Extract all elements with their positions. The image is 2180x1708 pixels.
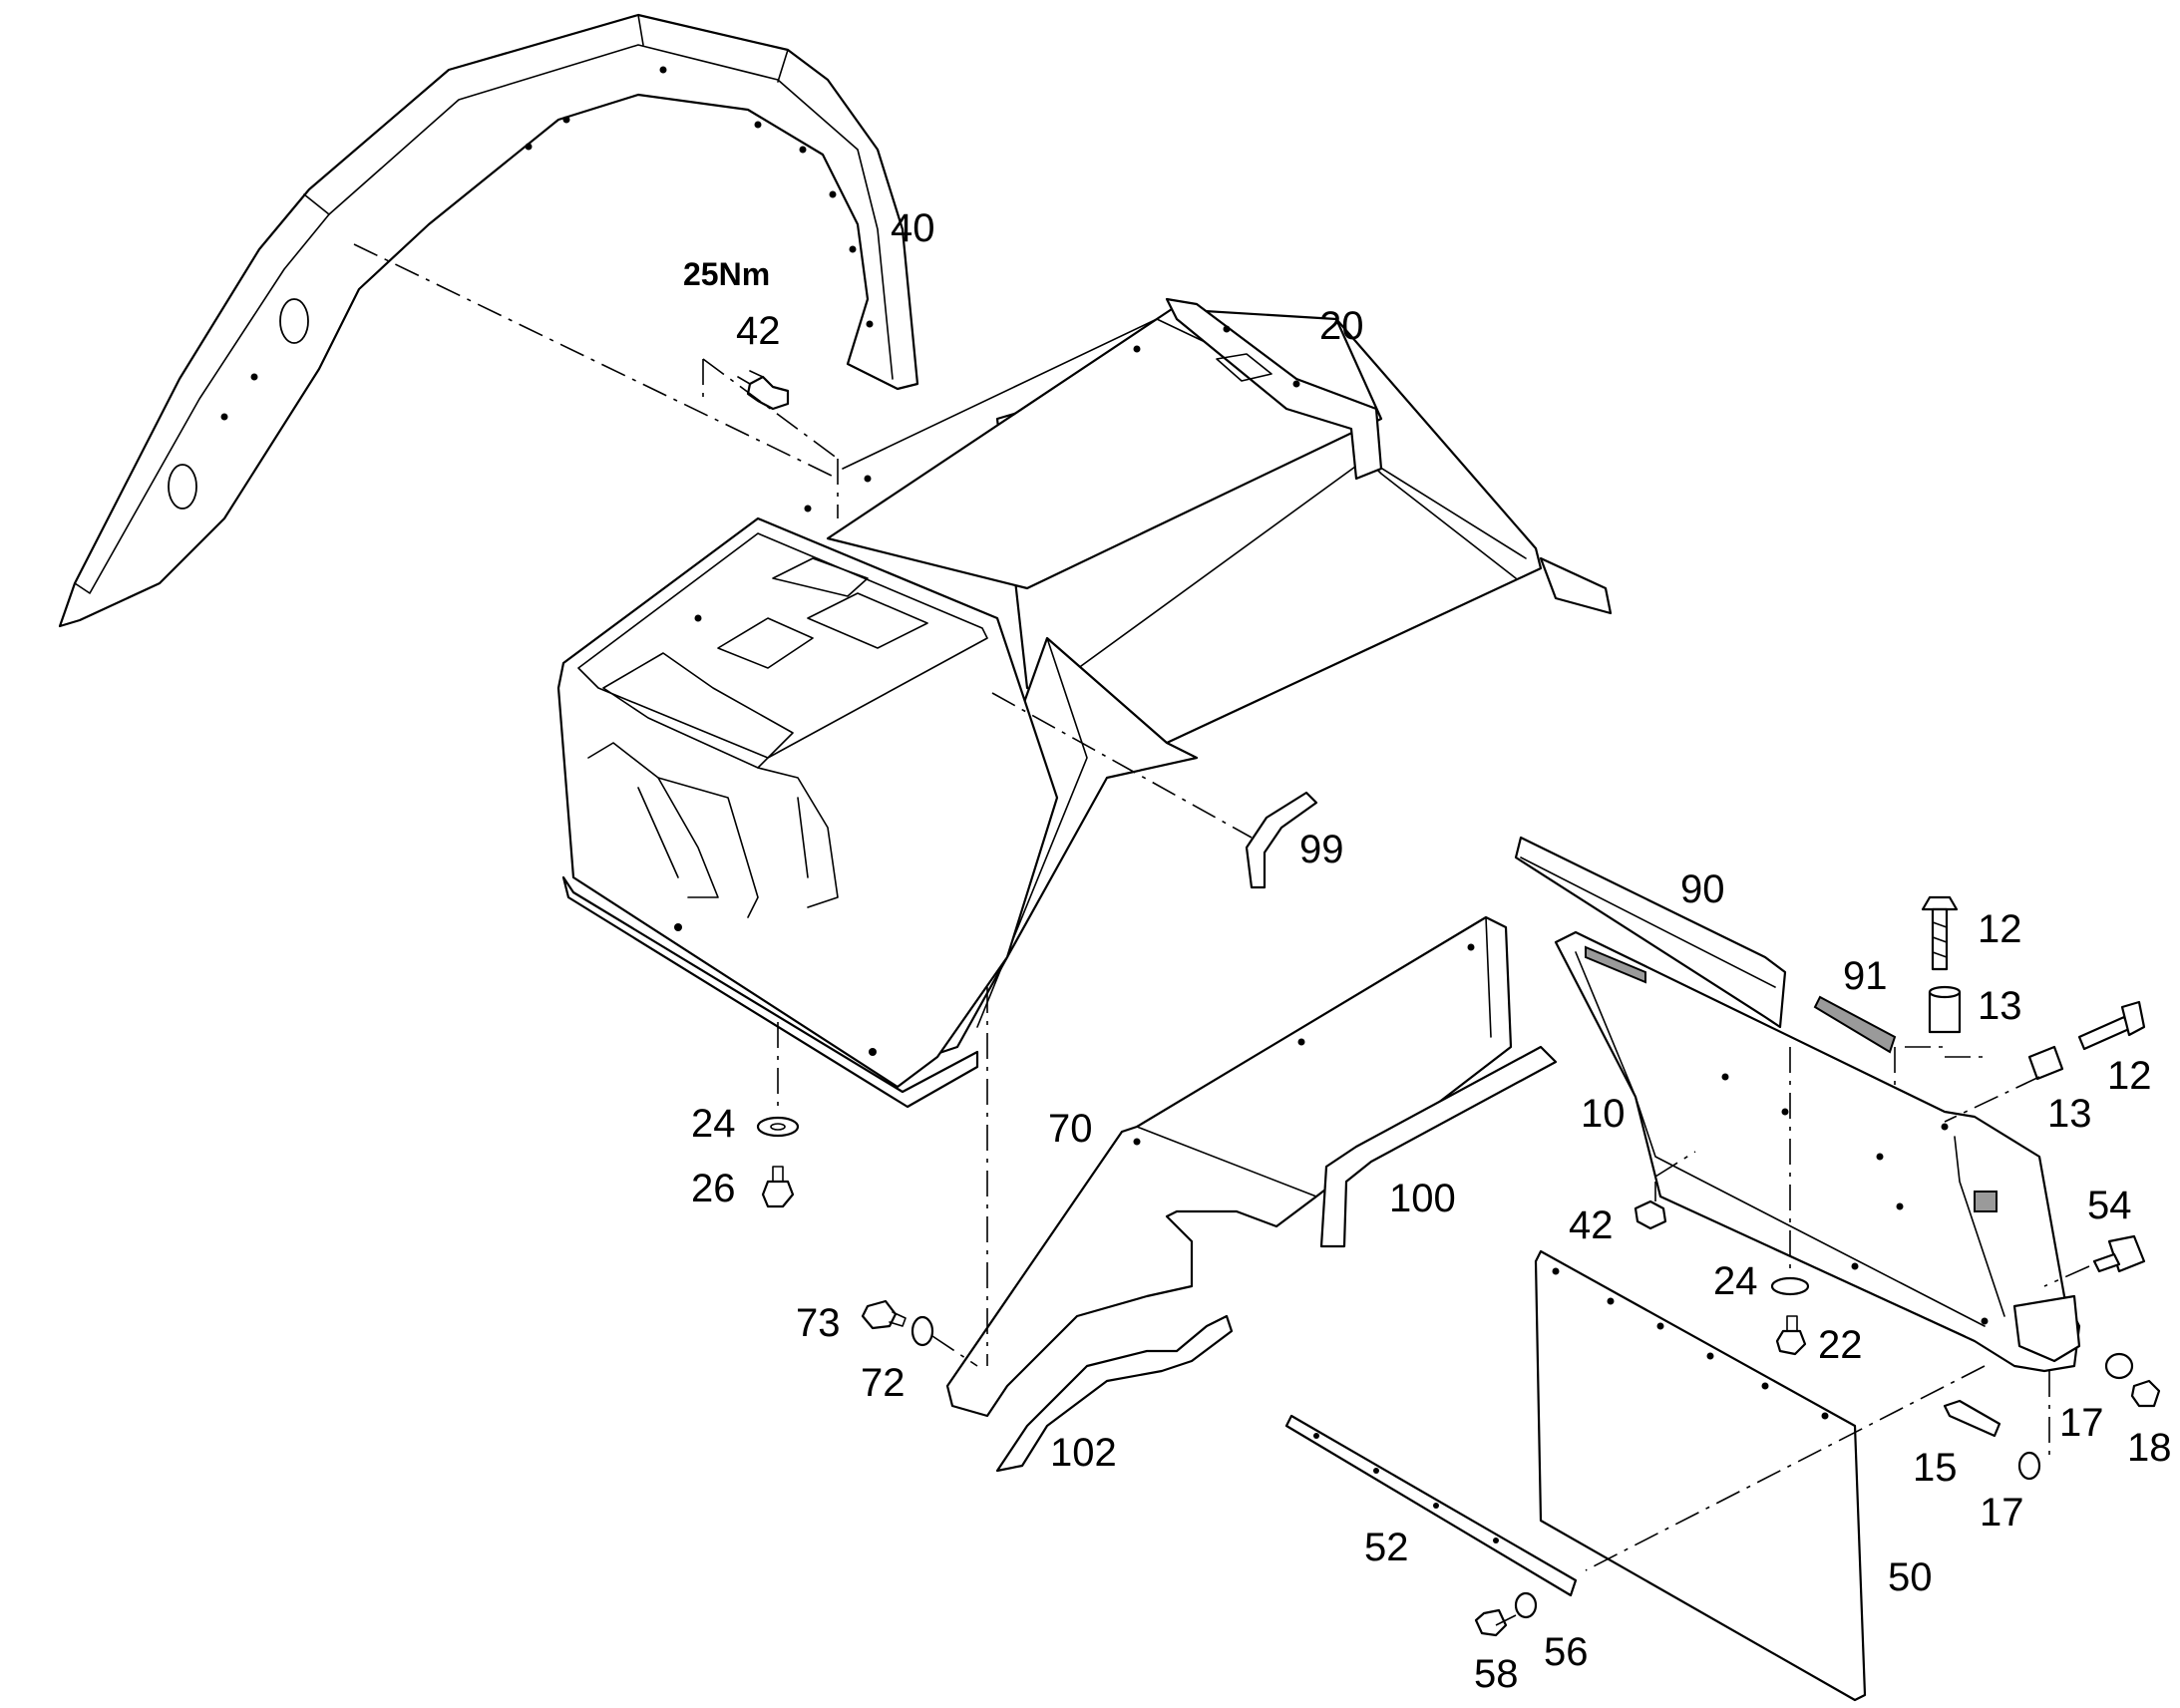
callout-12-horizontal: 12 bbox=[2107, 1054, 2152, 1098]
callout-102: 102 bbox=[1050, 1431, 1117, 1475]
callout-90: 90 bbox=[1680, 867, 1725, 911]
callout-13-vertical: 13 bbox=[1978, 984, 2022, 1028]
callout-40: 40 bbox=[891, 206, 935, 250]
bolt-26 bbox=[761, 1180, 795, 1208]
part-91-label-plate bbox=[1813, 995, 1897, 1054]
bolt-42-top bbox=[737, 370, 790, 411]
washer-56 bbox=[1514, 1591, 1538, 1619]
bolt-12-horizontal bbox=[2077, 1000, 2146, 1051]
callout-17-upper: 17 bbox=[2059, 1401, 2104, 1445]
nut-58 bbox=[1474, 1608, 1508, 1637]
part-50-mud-flap bbox=[1534, 1249, 1867, 1702]
part-20-main-housing bbox=[556, 297, 1613, 1109]
washer-17-lower bbox=[2017, 1451, 2041, 1481]
callout-12-vertical: 12 bbox=[1978, 907, 2022, 951]
fasteners bbox=[737, 370, 2161, 1637]
part-40-fender bbox=[58, 13, 919, 628]
callout-24-right: 24 bbox=[1713, 1259, 1758, 1303]
callout-52: 52 bbox=[1364, 1526, 1409, 1569]
callout-labels: 40 25Nm 42 20 99 90 12 91 13 12 13 10 54… bbox=[683, 206, 2172, 1696]
assembly-lines bbox=[353, 243, 2090, 1626]
part-90-cover-strip bbox=[1514, 836, 1787, 1029]
callout-91: 91 bbox=[1843, 954, 1888, 998]
callout-26: 26 bbox=[691, 1167, 736, 1210]
callout-22: 22 bbox=[1818, 1323, 1863, 1367]
callout-42-top: 42 bbox=[736, 309, 781, 353]
washer-17-upper bbox=[2104, 1352, 2134, 1380]
bolt-73 bbox=[861, 1299, 898, 1330]
bolt-12-vertical bbox=[1921, 895, 1959, 971]
callout-56: 56 bbox=[1544, 1630, 1589, 1674]
part-99-hose bbox=[1245, 791, 1318, 889]
bolt-22 bbox=[1775, 1329, 1807, 1356]
part-100-seal-strip bbox=[1319, 1045, 1558, 1248]
bolt-15 bbox=[1943, 1399, 2001, 1438]
callout-58: 58 bbox=[1474, 1652, 1519, 1696]
callout-42-right: 42 bbox=[1569, 1203, 1614, 1247]
callout-72: 72 bbox=[861, 1361, 906, 1405]
washer-24-right bbox=[1770, 1276, 1810, 1296]
callout-73: 73 bbox=[796, 1301, 841, 1345]
callout-18: 18 bbox=[2127, 1426, 2172, 1470]
callout-17-lower: 17 bbox=[1980, 1491, 2024, 1535]
washer-72 bbox=[910, 1315, 934, 1347]
callout-15: 15 bbox=[1913, 1446, 1958, 1490]
callout-50: 50 bbox=[1888, 1555, 1933, 1599]
callout-54: 54 bbox=[2087, 1184, 2132, 1227]
nut-18 bbox=[2130, 1379, 2161, 1408]
part-102-lower-seal bbox=[995, 1314, 1234, 1473]
callout-10: 10 bbox=[1581, 1092, 1626, 1136]
callout-24-left: 24 bbox=[691, 1102, 736, 1146]
callout-100: 100 bbox=[1389, 1177, 1456, 1220]
part-10-right-housing bbox=[1554, 930, 2081, 1373]
callout-70: 70 bbox=[1048, 1107, 1093, 1151]
torque-note: 25Nm bbox=[683, 256, 770, 292]
callout-99: 99 bbox=[1299, 828, 1344, 871]
callout-20: 20 bbox=[1319, 304, 1364, 348]
spacer-13-horizontal bbox=[2027, 1045, 2064, 1081]
part-52-clamp-bar bbox=[1284, 1414, 1578, 1597]
bolt-42-right bbox=[1634, 1199, 1667, 1230]
part-70-side-panel bbox=[945, 915, 1513, 1418]
washer-24-left bbox=[756, 1116, 800, 1138]
callout-13-horizontal: 13 bbox=[2047, 1092, 2092, 1136]
